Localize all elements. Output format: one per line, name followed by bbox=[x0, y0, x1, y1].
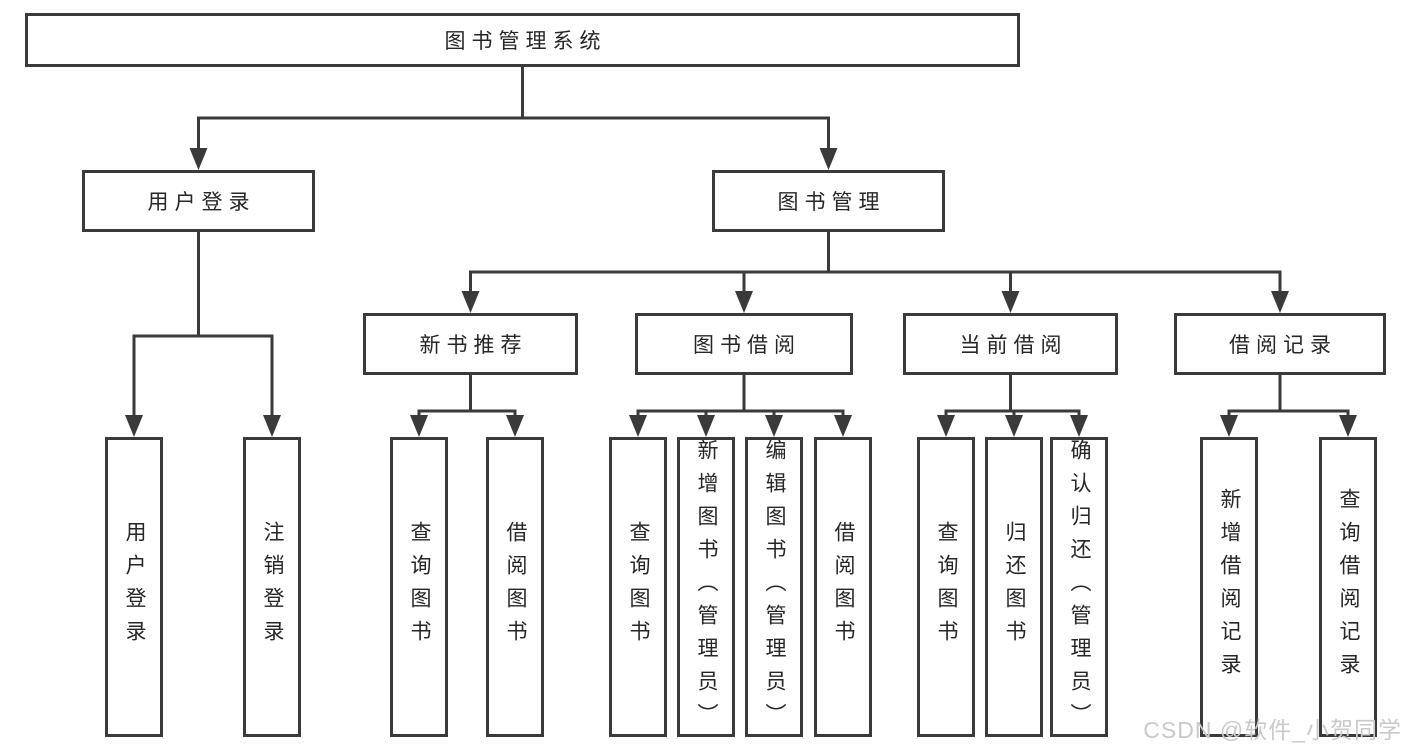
node-new-book-recommend: 新书推荐 bbox=[363, 313, 578, 375]
node-label: 新书推荐 bbox=[419, 334, 528, 357]
leaf-user-login: 用户登录 bbox=[105, 437, 163, 737]
node-label: 图书管理 bbox=[777, 191, 886, 214]
leaf-query-books-2: 查询图书 bbox=[609, 437, 667, 737]
node-label: 图书管理系统 bbox=[444, 30, 607, 53]
leaf-label: 归还图书 bbox=[1003, 521, 1026, 653]
leaf-query-books-1: 查询图书 bbox=[390, 437, 448, 737]
node-book-management: 图书管理 bbox=[712, 170, 945, 232]
leaf-label: 确认归还（管理员） bbox=[1068, 438, 1091, 736]
node-label: 用户登录 bbox=[147, 191, 256, 214]
node-user-login: 用户登录 bbox=[82, 170, 315, 232]
leaf-label: 查询图书 bbox=[408, 521, 431, 653]
node-library-management-system: 图书管理系统 bbox=[25, 13, 1020, 67]
leaf-add-borrow-record: 新增借阅记录 bbox=[1200, 437, 1258, 737]
leaf-label: 新增借阅记录 bbox=[1218, 488, 1241, 686]
leaf-add-books-admin: 新增图书（管理员） bbox=[677, 437, 735, 737]
leaf-edit-books-admin: 编辑图书（管理员） bbox=[745, 437, 803, 737]
leaf-label: 注销登录 bbox=[261, 521, 284, 653]
leaf-label: 查询图书 bbox=[935, 521, 958, 653]
node-label: 借阅记录 bbox=[1229, 334, 1337, 357]
leaf-borrow-books-1: 借阅图书 bbox=[486, 437, 544, 737]
node-book-borrow: 图书借阅 bbox=[635, 313, 853, 375]
node-borrow-records: 借阅记录 bbox=[1174, 313, 1386, 375]
leaf-logout: 注销登录 bbox=[243, 437, 301, 737]
node-current-borrow: 当前借阅 bbox=[903, 313, 1118, 375]
leaf-query-borrow-record: 查询借阅记录 bbox=[1319, 437, 1377, 737]
node-label: 当前借阅 bbox=[959, 334, 1068, 357]
leaf-return-books: 归还图书 bbox=[985, 437, 1043, 737]
leaf-label: 用户登录 bbox=[123, 521, 146, 653]
leaf-label: 查询借阅记录 bbox=[1337, 488, 1360, 686]
leaf-label: 借阅图书 bbox=[504, 521, 527, 653]
leaf-confirm-return-admin: 确认归还（管理员） bbox=[1050, 437, 1108, 737]
leaf-query-books-3: 查询图书 bbox=[917, 437, 975, 737]
leaf-label: 借阅图书 bbox=[832, 521, 855, 653]
leaf-borrow-books-2: 借阅图书 bbox=[814, 437, 872, 737]
node-label: 图书借阅 bbox=[693, 334, 801, 357]
leaf-label: 编辑图书（管理员） bbox=[763, 438, 786, 736]
leaf-label: 查询图书 bbox=[627, 521, 650, 653]
leaf-label: 新增图书（管理员） bbox=[695, 438, 718, 736]
